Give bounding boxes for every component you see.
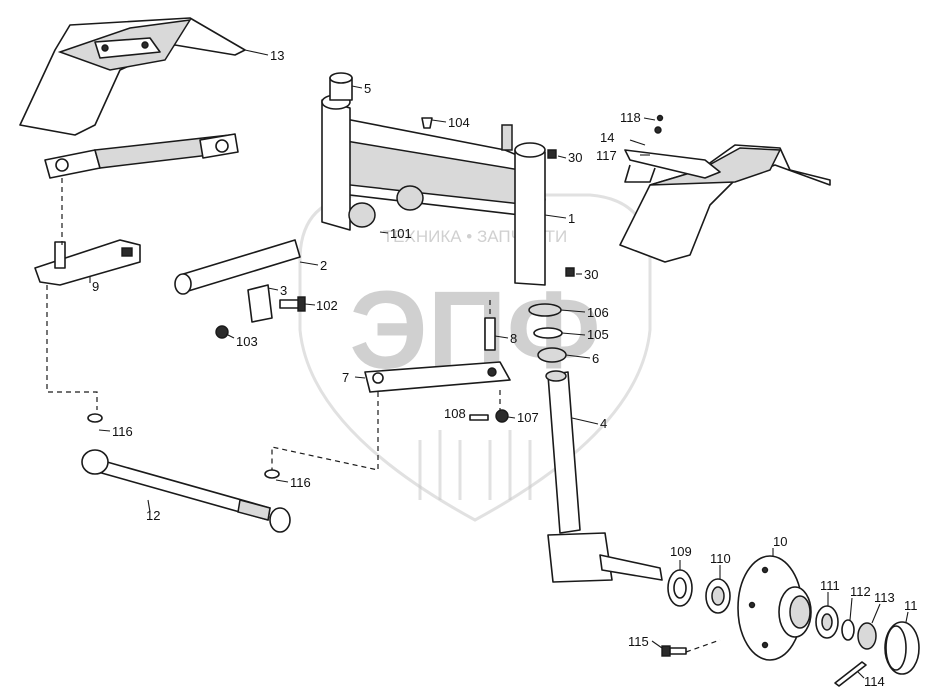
bushing-5 xyxy=(329,72,353,101)
bearing-110 xyxy=(705,578,731,614)
watermark-shield xyxy=(298,193,652,522)
callout-118: 118 xyxy=(620,110,641,125)
washer-116b xyxy=(264,469,280,479)
bolt-108 xyxy=(469,414,489,421)
callout-116-right: 116 xyxy=(290,475,311,490)
callout-104: 104 xyxy=(448,115,470,130)
callout-2: 2 xyxy=(320,258,327,273)
callout-3: 3 xyxy=(280,283,287,298)
seal-109 xyxy=(667,569,693,607)
callout-14: 14 xyxy=(600,130,614,145)
spindle-4 xyxy=(545,370,663,583)
grease-nipple-104 xyxy=(421,117,433,129)
callout-13: 13 xyxy=(270,48,284,63)
nut-107 xyxy=(495,409,509,423)
seal-106 xyxy=(528,303,562,317)
bolt-115 xyxy=(661,645,687,657)
callout-5: 5 xyxy=(364,81,371,96)
callout-7: 7 xyxy=(342,370,349,385)
callout-1: 1 xyxy=(568,211,575,226)
steering-cylinder xyxy=(44,133,239,179)
left-fender xyxy=(19,17,246,136)
callout-113: 113 xyxy=(874,590,895,605)
callout-116-left: 116 xyxy=(112,424,133,439)
callout-103: 103 xyxy=(236,334,258,349)
axle-beam xyxy=(321,94,546,286)
watermark-wheat xyxy=(418,430,532,500)
cotter-pin-114 xyxy=(834,661,867,687)
callout-30-lower: 30 xyxy=(584,267,598,282)
bolt-8 xyxy=(484,317,496,351)
fender-bracket xyxy=(624,114,721,183)
callout-115: 115 xyxy=(628,634,649,649)
castle-nut-113 xyxy=(857,622,877,650)
callout-4: 4 xyxy=(600,416,607,431)
callout-8: 8 xyxy=(510,331,517,346)
callout-107: 107 xyxy=(517,410,539,425)
leader-lines xyxy=(89,117,909,679)
callout-10: 10 xyxy=(773,534,787,549)
callout-101: 101 xyxy=(390,226,412,241)
pivot-pin-2 xyxy=(174,239,301,295)
callout-117: 117 xyxy=(596,148,617,163)
callout-114: 114 xyxy=(864,674,885,689)
ring-105 xyxy=(533,327,563,339)
callout-11: 11 xyxy=(904,598,918,613)
bushing-6 xyxy=(537,347,567,363)
callout-111: 111 xyxy=(820,578,840,593)
callout-108: 108 xyxy=(444,406,466,421)
callout-6: 6 xyxy=(592,351,599,366)
callout-12: 12 xyxy=(146,508,160,523)
bearing-111 xyxy=(815,605,839,639)
callout-110: 110 xyxy=(710,551,731,566)
callout-112: 112 xyxy=(850,584,871,599)
callout-102: 102 xyxy=(316,298,338,313)
washer-116a xyxy=(87,413,103,423)
nut-103 xyxy=(215,325,229,339)
hub-cap-11 xyxy=(884,621,920,675)
assembly-lines xyxy=(46,178,721,653)
callout-105: 105 xyxy=(587,327,609,342)
callout-30-upper: 30 xyxy=(568,150,582,165)
callout-106: 106 xyxy=(587,305,609,320)
callout-109: 109 xyxy=(670,544,692,559)
tie-rod-12 xyxy=(81,449,291,533)
washer-112 xyxy=(841,619,855,641)
callout-labels: 1 2 3 4 5 6 7 8 9 10 11 12 13 14 30 30 1… xyxy=(92,48,918,689)
bolt-102 xyxy=(279,296,306,312)
callout-9: 9 xyxy=(92,279,99,294)
lock-plate-3 xyxy=(247,284,273,323)
wheel-hub-10 xyxy=(737,555,812,661)
grease-nipple-30a xyxy=(547,149,557,159)
steering-lever-7 xyxy=(364,361,511,393)
grease-nipple-30b xyxy=(565,267,575,277)
steering-arm-9 xyxy=(34,239,141,286)
